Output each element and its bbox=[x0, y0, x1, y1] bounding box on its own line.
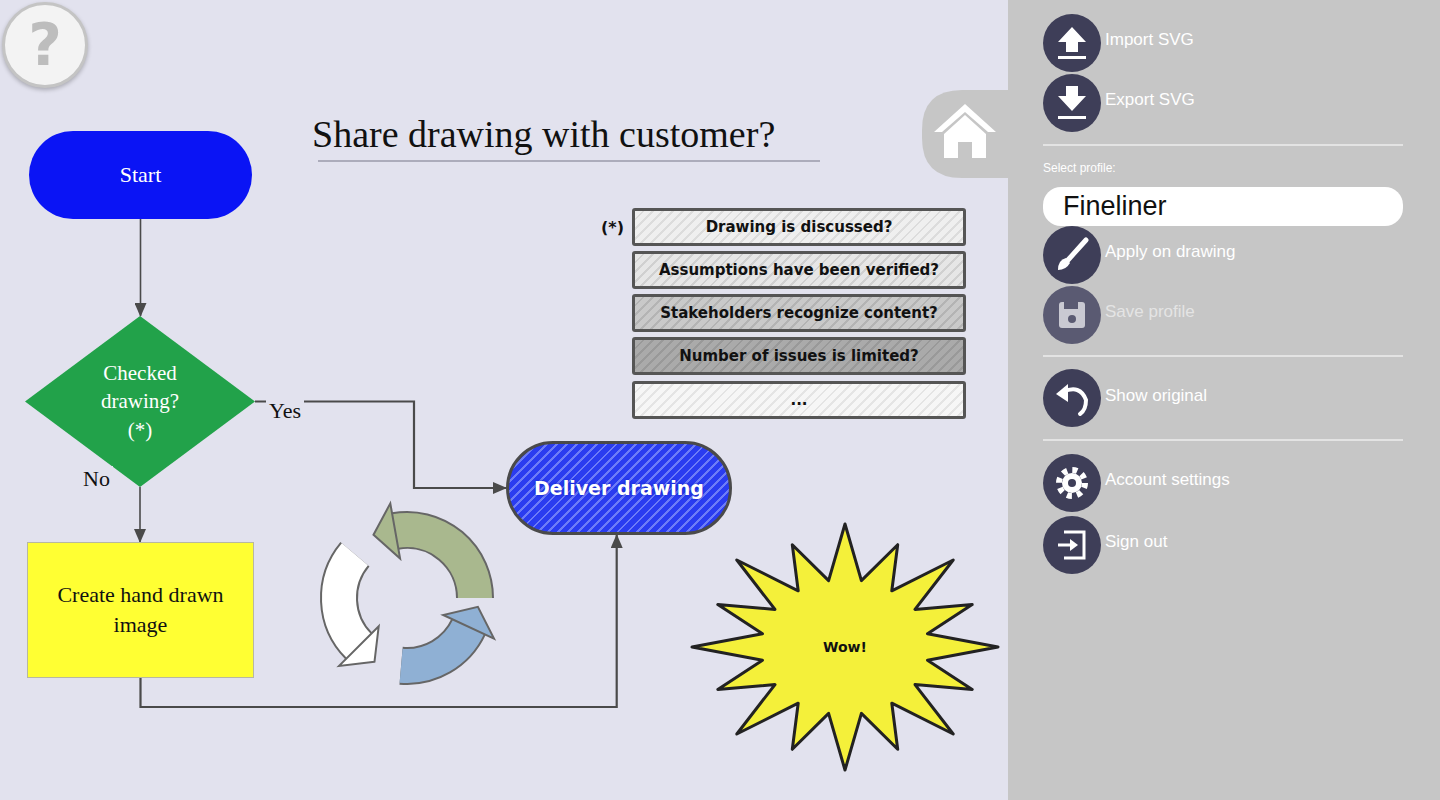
separator bbox=[1043, 144, 1403, 146]
checklist-box: Stakeholders recognize content? bbox=[632, 294, 966, 332]
gear-icon bbox=[1043, 454, 1101, 512]
checklist-box: ... bbox=[632, 381, 966, 419]
home-body bbox=[944, 115, 986, 158]
node-text: Start bbox=[120, 162, 162, 188]
floppy-hole bbox=[1068, 315, 1076, 323]
undo-head bbox=[1056, 384, 1068, 402]
button-label: Sign out bbox=[1105, 532, 1167, 552]
upload-bar bbox=[1058, 56, 1086, 59]
icon-circle bbox=[1043, 14, 1101, 72]
node-text: Deliver drawing bbox=[534, 477, 704, 499]
brush-icon bbox=[1043, 226, 1101, 284]
green-arc bbox=[395, 530, 475, 598]
node-text: Number of issues is limited? bbox=[679, 347, 919, 365]
title-text: Share drawing with customer? bbox=[312, 112, 775, 156]
button-label: Apply on drawing bbox=[1105, 242, 1235, 262]
node-text: Assumptions have been verified? bbox=[659, 261, 939, 279]
exit-head bbox=[1070, 539, 1078, 551]
home-icon bbox=[934, 104, 996, 158]
save-icon bbox=[1043, 286, 1101, 344]
profile-dropdown: Fineliner bbox=[1043, 187, 1403, 226]
floppy-label bbox=[1064, 302, 1078, 309]
callout-marker: (*) bbox=[601, 218, 624, 237]
button-label: Import SVG bbox=[1105, 30, 1194, 50]
arc-outline bbox=[401, 627, 469, 666]
checklist-box: Number of issues is limited? bbox=[632, 337, 966, 375]
node-text: ... bbox=[790, 391, 807, 409]
node-text: Drawing is discussed? bbox=[706, 218, 893, 236]
field-label: Select profile: bbox=[1043, 161, 1116, 175]
checklist-box: Drawing is discussed? bbox=[632, 208, 966, 246]
separator bbox=[1043, 439, 1403, 441]
floppy-body bbox=[1059, 302, 1085, 328]
green-head bbox=[374, 503, 401, 558]
gear-body bbox=[1062, 473, 1082, 493]
export-icon bbox=[1043, 74, 1101, 132]
title-underline bbox=[318, 160, 820, 162]
white-head bbox=[339, 626, 379, 666]
gear-hole bbox=[1068, 479, 1076, 487]
button-label: Export SVG bbox=[1105, 90, 1195, 110]
starburst-fill bbox=[692, 524, 998, 770]
help-button: ? bbox=[2, 2, 88, 88]
white-arc bbox=[339, 554, 359, 646]
blue-arc bbox=[401, 627, 469, 666]
upload-arrow bbox=[1058, 27, 1086, 52]
node-text: Fineliner bbox=[1063, 191, 1167, 222]
brush-tip bbox=[1058, 258, 1070, 270]
edge-label: Yes bbox=[266, 398, 304, 424]
decision-diamond: Checked drawing? (*) bbox=[25, 316, 255, 487]
diamond-fill bbox=[25, 316, 255, 487]
icon-circle bbox=[1043, 226, 1101, 284]
undo-icon bbox=[1043, 369, 1101, 427]
node-text: Checked drawing? (*) bbox=[88, 359, 192, 444]
cycle-arrows bbox=[339, 503, 494, 666]
flow-connector bbox=[140, 219, 142, 316]
arc-outline bbox=[339, 554, 359, 646]
node-text: Create hand drawn image bbox=[53, 580, 228, 639]
blue-head bbox=[443, 607, 494, 639]
node-text: ? bbox=[28, 11, 62, 79]
download-arrow bbox=[1058, 86, 1086, 111]
disabled-button-label: Save profile bbox=[1105, 302, 1195, 322]
icon-circle bbox=[1043, 286, 1101, 344]
icon-circle bbox=[1043, 74, 1101, 132]
home-tab bbox=[922, 90, 1008, 178]
arc-outline bbox=[395, 530, 475, 598]
icon-circle bbox=[1043, 454, 1101, 512]
import-icon bbox=[1043, 14, 1101, 72]
checklist-box: Assumptions have been verified? bbox=[632, 251, 966, 289]
start-terminal: Start bbox=[29, 131, 252, 219]
icon-circle bbox=[1043, 516, 1101, 574]
process-box: Create hand drawn image bbox=[27, 542, 254, 678]
wow-starburst: Wow! bbox=[690, 522, 1000, 772]
button-label: Show original bbox=[1105, 386, 1207, 406]
node-text: Wow! bbox=[823, 639, 867, 655]
gear-teeth bbox=[1059, 470, 1085, 496]
signout-icon bbox=[1043, 516, 1101, 574]
node-text: Stakeholders recognize content? bbox=[660, 304, 938, 322]
flow-connector bbox=[139, 487, 141, 542]
button-label: Account settings bbox=[1105, 470, 1230, 490]
deliver-terminal: Deliver drawing bbox=[506, 441, 732, 535]
separator bbox=[1043, 355, 1403, 357]
icon-circle bbox=[1043, 369, 1101, 427]
edge-label: No bbox=[80, 466, 113, 492]
download-bar bbox=[1058, 116, 1086, 119]
brush-handle bbox=[1068, 240, 1086, 260]
